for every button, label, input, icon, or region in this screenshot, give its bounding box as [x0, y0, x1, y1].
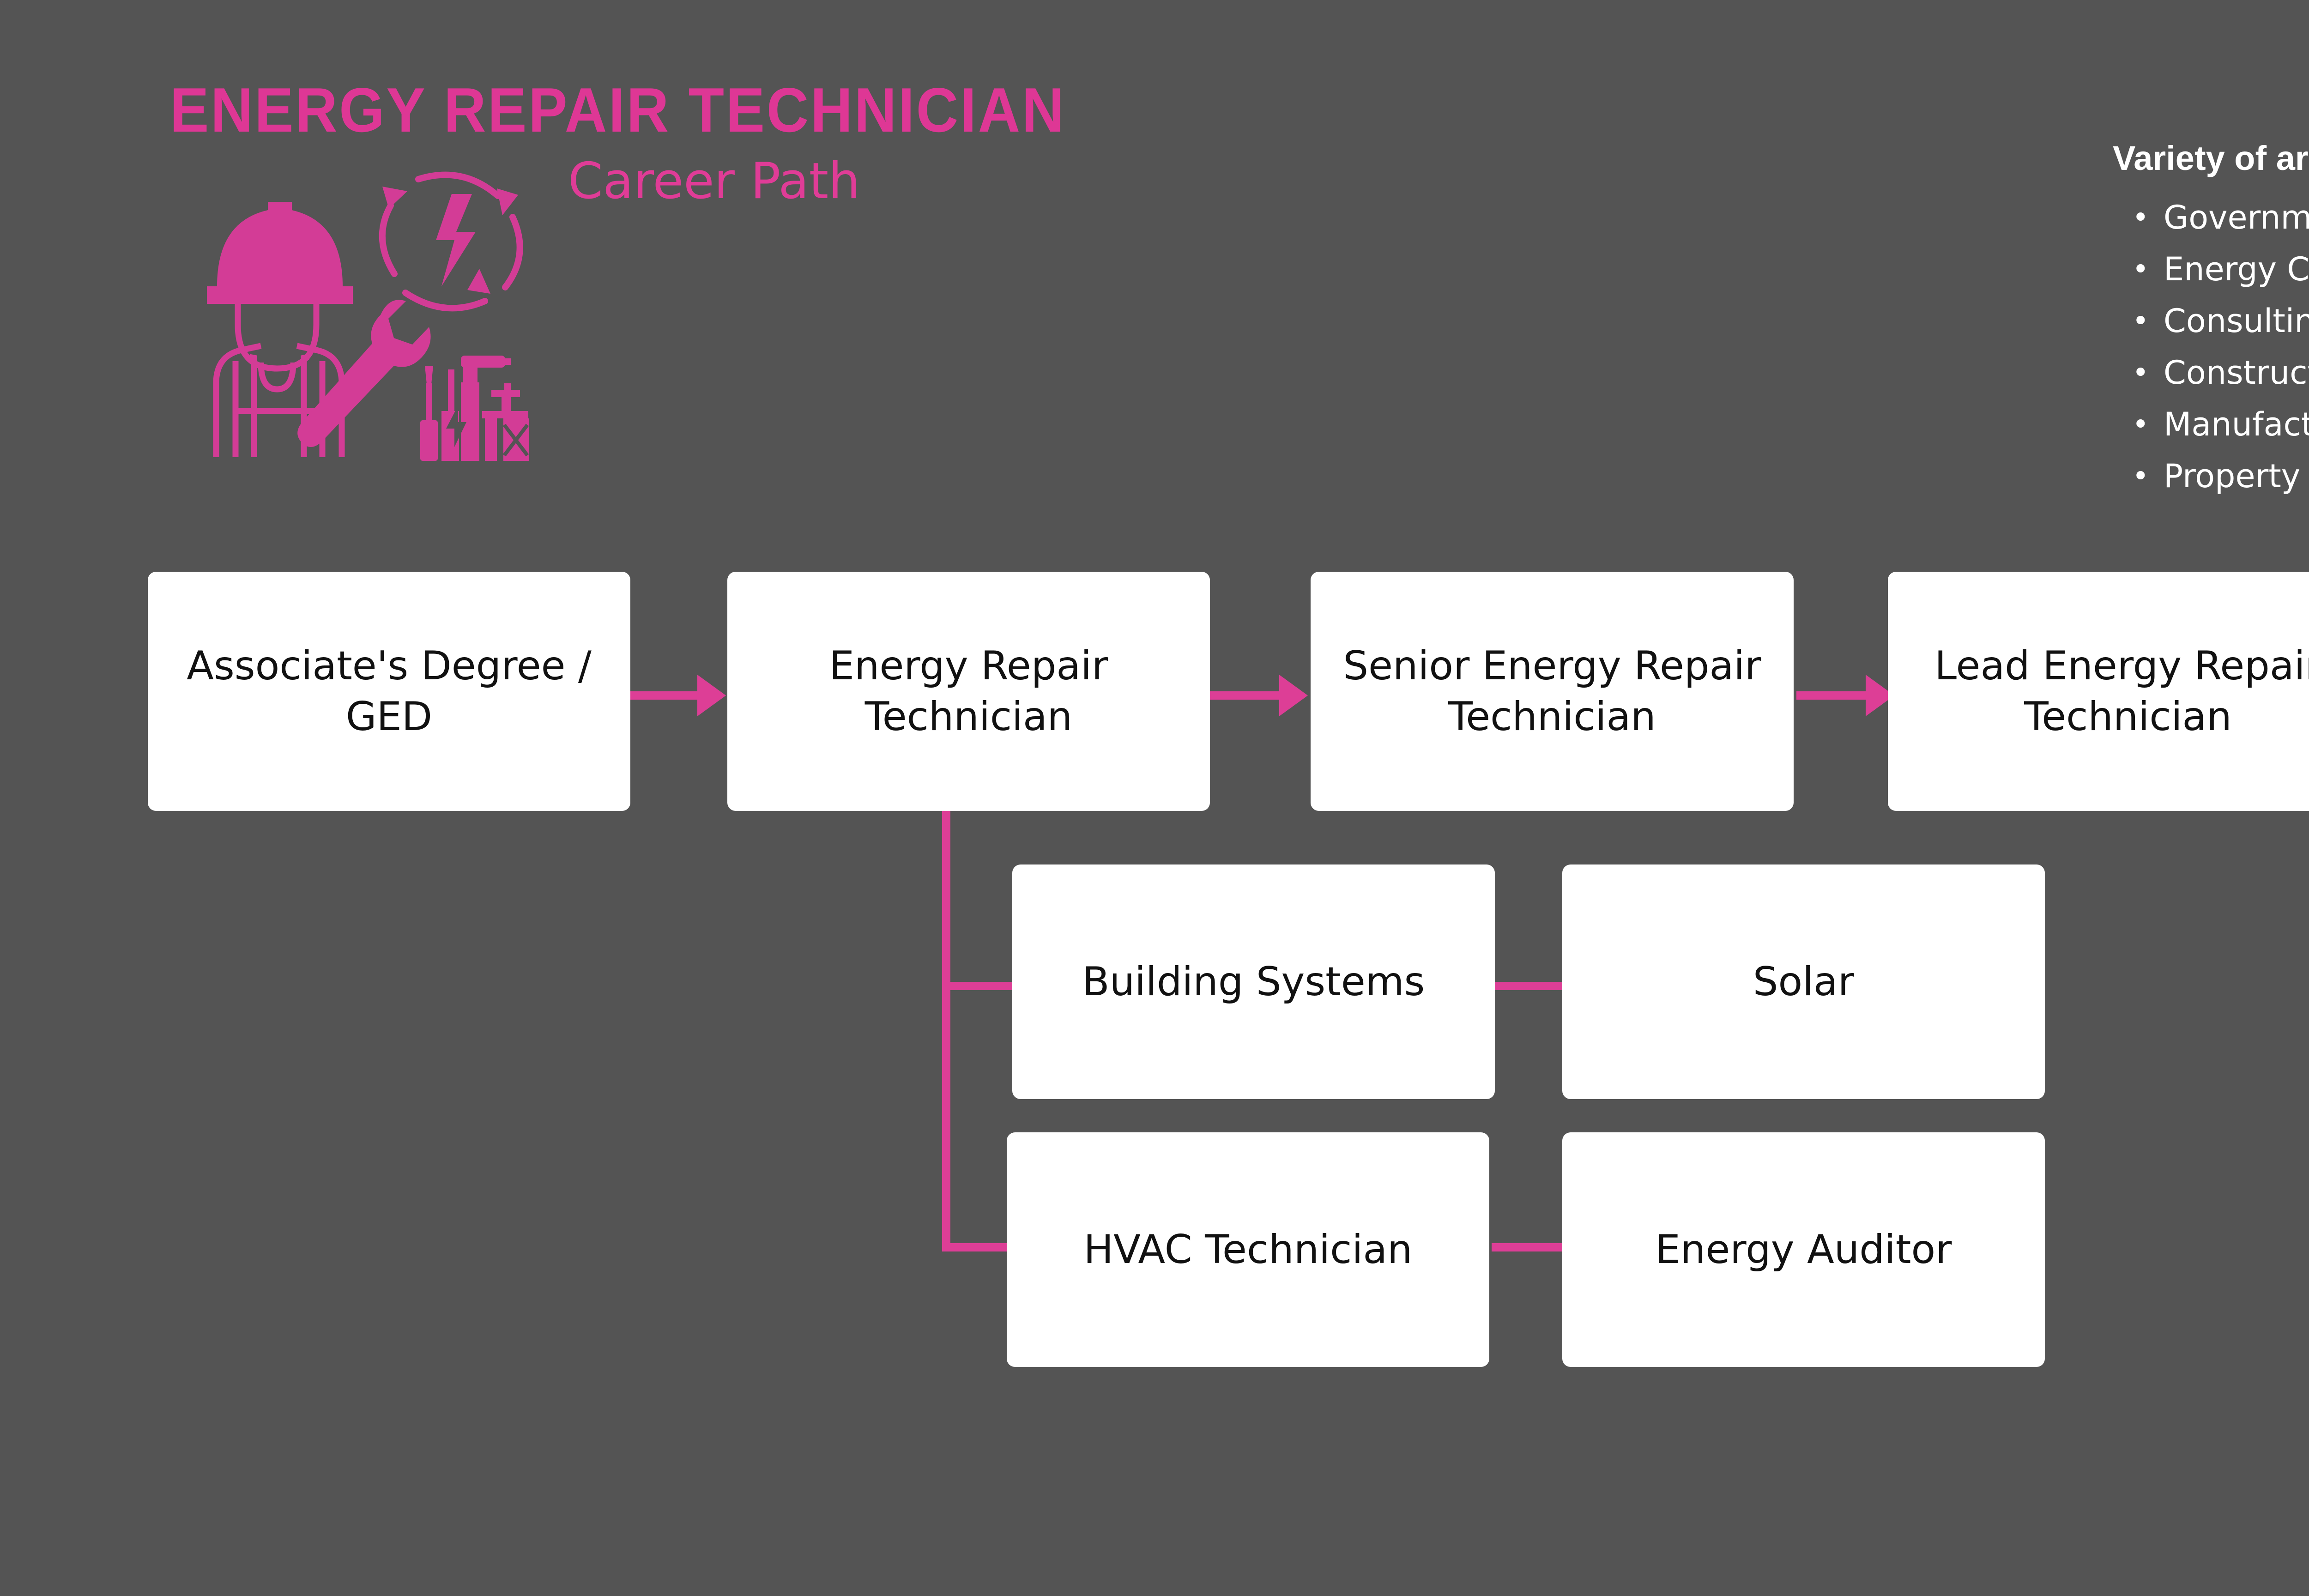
node-label: Energy Auditor [1655, 1226, 1952, 1273]
tools-and-plant-icon [420, 356, 529, 461]
lightning-bolt-icon [436, 194, 476, 286]
hard-hat-icon [207, 202, 353, 304]
branch-line-energy-auditor [1492, 1243, 1566, 1251]
list-item: Manufacturing Companies [2113, 399, 2309, 450]
node-energy-repair-technician[interactable]: Energy Repair Technician [727, 572, 1210, 811]
node-solar[interactable]: Solar [1562, 864, 2045, 1099]
node-energy-auditor[interactable]: Energy Auditor [1562, 1132, 2045, 1367]
energy-repair-technician-illustration [207, 171, 529, 461]
node-label: Building Systems [1082, 958, 1425, 1005]
node-label: Solar [1753, 958, 1855, 1005]
work-areas-panel: Variety of areas can work at: Government… [2113, 139, 2309, 502]
connector-line-2 [1210, 691, 1284, 700]
list-item: Construction Companies [2113, 347, 2309, 399]
branch-line-hvac [942, 1243, 1021, 1251]
node-label: Energy Repair Technician [829, 642, 1108, 740]
branch-trunk-line [942, 804, 950, 1251]
energy-cycle-icon [379, 171, 523, 312]
node-hvac-technician[interactable]: HVAC Technician [1007, 1132, 1489, 1367]
node-label: Lead Energy Repair Technician [1934, 642, 2309, 740]
node-lead-energy-repair-technician[interactable]: Lead Energy Repair Technician [1888, 572, 2309, 811]
branch-line-building-systems [942, 982, 1021, 990]
connector-arrow-1 [697, 675, 726, 716]
page-title: ENERGY REPAIR TECHNICIAN [170, 75, 1066, 145]
page-subtitle: Career Path [568, 152, 860, 210]
node-label: HVAC Technician [1083, 1226, 1413, 1273]
node-senior-energy-repair-technician[interactable]: Senior Energy Repair Technician [1311, 572, 1794, 811]
branch-line-solar [1492, 982, 1566, 990]
list-item: Government Agencies [2113, 192, 2309, 243]
wrench-icon [297, 300, 431, 447]
node-label: Associate's Degree / GED [187, 642, 592, 740]
node-building-systems[interactable]: Building Systems [1012, 864, 1495, 1099]
work-areas-list: Government Agencies Energy Companies Con… [2113, 192, 2309, 502]
cycle-arrowheads [382, 187, 518, 294]
worker-head-icon [235, 304, 320, 393]
node-associates-degree[interactable]: Associate's Degree / GED [148, 572, 630, 811]
connector-line-1 [628, 691, 702, 700]
node-label: Senior Energy Repair Technician [1343, 642, 1761, 740]
work-areas-heading: Variety of areas can work at: [2113, 139, 2309, 177]
list-item: Energy Companies [2113, 243, 2309, 295]
list-item: Consulting Firms [2113, 295, 2309, 347]
connector-line-3 [1796, 691, 1870, 700]
list-item: Property Management Companies [2113, 450, 2309, 502]
connector-arrow-2 [1279, 675, 1308, 716]
